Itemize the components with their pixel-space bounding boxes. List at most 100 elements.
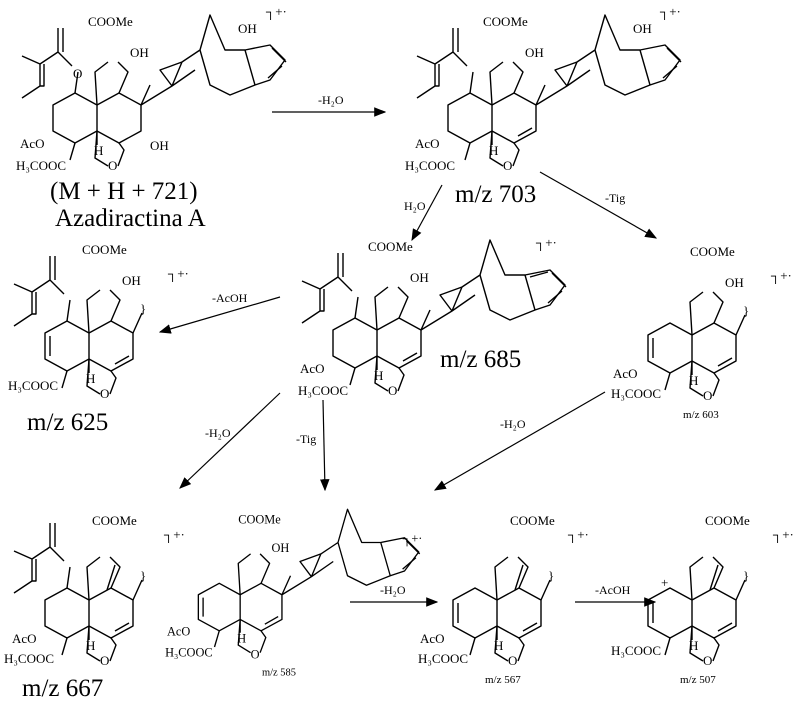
label-coome: COOMe <box>88 14 133 29</box>
label-o: O <box>703 653 712 668</box>
arrow-685-to-585 <box>319 399 330 492</box>
label-h: H <box>689 638 698 653</box>
arrow-603-to-567 <box>433 391 606 491</box>
label-aco: AcO <box>20 136 45 151</box>
label-o: O <box>503 158 512 173</box>
radical-cation-symbol: ┐+· <box>167 266 189 283</box>
label-oh: OH <box>150 138 169 153</box>
label-o: O <box>703 388 712 403</box>
label-aco: AcO <box>415 136 440 151</box>
label-brace: } <box>743 303 749 318</box>
label-h3cooc: H₃COOC <box>16 158 66 173</box>
label-o: O <box>100 653 109 668</box>
radical-cation-symbol: ┐+· <box>770 268 792 285</box>
radical-cation-symbol: ┐+· <box>772 527 794 544</box>
label-coome: COOMe <box>368 239 413 254</box>
caption-507: m/z 507 <box>680 674 716 686</box>
structure-mz-625: } COOMe OH H₃COOC H O ┐+· m/z 625 <box>8 242 189 436</box>
arrow-label: -Tig <box>296 432 316 446</box>
compound-name: Azadiractina A <box>55 205 206 232</box>
label-o: O <box>508 653 517 668</box>
label-coome: COOMe <box>92 513 137 528</box>
label-h: H <box>489 143 498 158</box>
arrow-label: -H₂O <box>205 426 231 440</box>
arrow-label: -H₂O <box>318 93 344 107</box>
arrow-label: -H₂O <box>380 583 406 597</box>
label-oh: OH <box>525 45 544 60</box>
arrow-703-to-603 <box>539 171 658 239</box>
label-brace: } <box>548 568 554 583</box>
label-plus: + <box>661 575 668 590</box>
label-oh: OH <box>272 541 290 555</box>
label-h: H <box>86 371 95 386</box>
label-aco: AcO <box>300 361 325 376</box>
arrow-label: -AcOH <box>595 583 631 597</box>
label-o: O <box>108 158 117 173</box>
label-o: O <box>251 647 260 661</box>
label-oh: OH <box>725 275 744 290</box>
caption-667: m/z 667 <box>22 675 103 702</box>
label-h: H <box>689 373 698 388</box>
label-o: O <box>73 66 82 81</box>
arrows: -H₂O H₂O -Tig -AcOH -H₂O -Tig -H₂O -H₂O … <box>158 93 658 607</box>
label-h3cooc: H₃COOC <box>611 643 661 658</box>
label-coome: COOMe <box>690 244 735 259</box>
label-o: O <box>100 386 109 401</box>
arrow-703-to-685 <box>411 184 443 242</box>
label-brace: } <box>140 568 146 583</box>
label-h3cooc: H₃COOC <box>165 646 213 660</box>
radical-cation-symbol: ┐+· <box>163 527 185 544</box>
arrow-label: H₂O <box>404 199 426 213</box>
structure-mz-567: } COOMe AcO H₃COOC H O ┐+· m/z 567 <box>418 513 589 686</box>
label-oh: OH <box>633 21 652 36</box>
label-aco: AcO <box>12 631 37 646</box>
structure-mz-585: COOMe OH AcO H₃COOC H O ┐+· m/z 585 <box>165 508 423 679</box>
label-coome: COOMe <box>238 513 281 527</box>
label-h: H <box>374 368 383 383</box>
radical-cation-symbol: ┐+· <box>659 4 681 21</box>
caption-585: m/z 585 <box>262 668 296 679</box>
caption-567: m/z 567 <box>485 674 521 686</box>
arrow-label: -AcOH <box>212 291 248 305</box>
radical-cation-symbol: ┐+· <box>567 527 589 544</box>
caption-703: m/z 703 <box>455 181 536 208</box>
label-oh: OH <box>410 270 429 285</box>
arrow-685-to-667 <box>179 392 281 489</box>
label-aco: AcO <box>613 366 638 381</box>
structure-mz-667: } COOMe AcO H₃COOC H O ┐+· m/z 667 <box>4 513 185 702</box>
label-aco: AcO <box>420 631 445 646</box>
arrow-label: -H₂O <box>500 417 526 431</box>
label-h: H <box>494 638 503 653</box>
caption-721: (M + H + 721) <box>50 178 198 205</box>
structure-mz-685: COOMe OH AcO H₃COOC H O ┐+· m/z 685 <box>298 235 567 398</box>
label-h: H <box>237 631 246 645</box>
caption-603: m/z 603 <box>683 409 719 421</box>
label-h: H <box>86 638 95 653</box>
structure-mz-507: } + COOMe H₃COOC H O ┐+· m/z 507 <box>611 513 794 686</box>
label-brace: } <box>140 301 146 316</box>
structure-azadiractina-a: COOMe OH OH OH AcO H₃COOC H O O ┐+· (M +… <box>16 4 287 232</box>
label-h3cooc: H₃COOC <box>4 651 54 666</box>
caption-685: m/z 685 <box>440 346 521 373</box>
label-oh: OH <box>238 21 257 36</box>
label-h: H <box>94 143 103 158</box>
label-oh: OH <box>130 45 149 60</box>
label-brace: } <box>743 568 749 583</box>
arrow-label: -Tig <box>605 191 625 205</box>
radical-cation-symbol: ┐+· <box>265 4 287 21</box>
label-oh: OH <box>122 273 141 288</box>
label-coome: COOMe <box>705 513 750 528</box>
label-h3cooc: H₃COOC <box>8 378 58 393</box>
label-h3cooc: H₃COOC <box>611 386 661 401</box>
label-aco: AcO <box>167 625 190 639</box>
label-coome: COOMe <box>510 513 555 528</box>
label-h3cooc: H₃COOC <box>405 158 455 173</box>
radical-cation-symbol: ┐+· <box>535 235 557 252</box>
structure-mz-703: COOMe OH OH AcO H₃COOC H O ┐+· m/z 703 <box>405 4 682 208</box>
label-coome: COOMe <box>82 242 127 257</box>
label-o: O <box>388 383 397 398</box>
radical-cation-symbol: ┐+· <box>403 532 423 547</box>
structure-mz-603: } COOMe OH AcO H₃COOC H O ┐+· m/z 603 <box>611 244 792 421</box>
